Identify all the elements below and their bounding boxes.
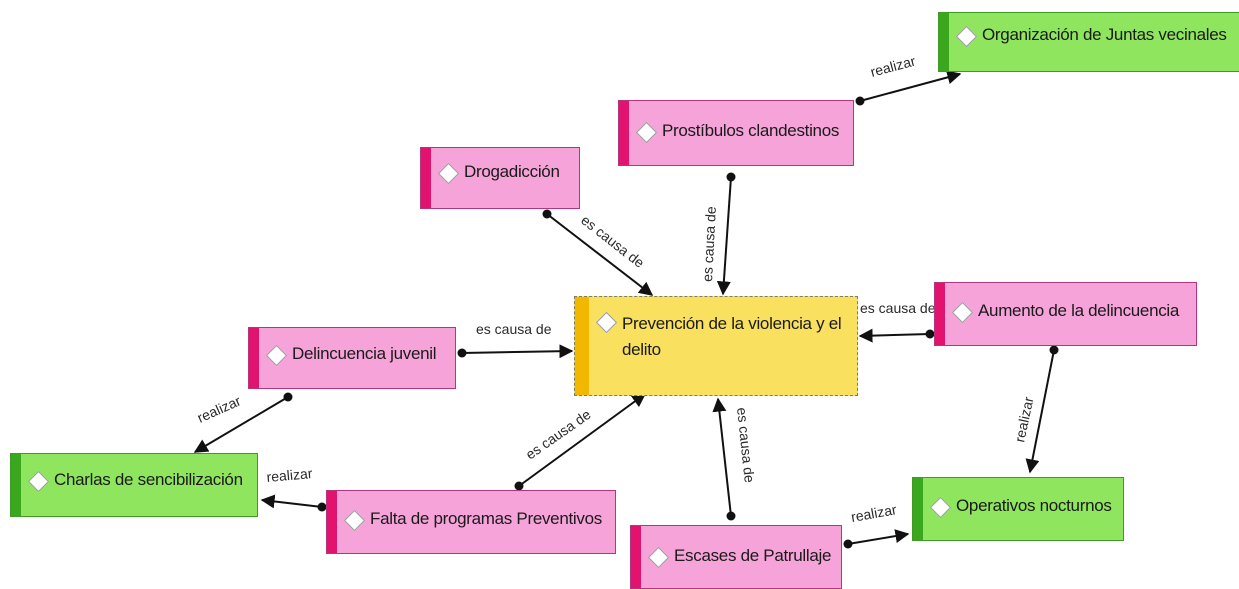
diamond-icon	[265, 344, 288, 367]
node-color-bar	[11, 454, 21, 516]
node-charlas-de-sencibilizacion[interactable]: Charlas de sencibilización	[10, 453, 258, 517]
link-juvenil-prevencion[interactable]: es causa de	[457, 321, 574, 359]
node-label: Falta de programas Preventivos	[370, 509, 602, 528]
diamond-icon	[437, 162, 460, 185]
node-prostibulos-clandestinos[interactable]: Prostíbulos clandestinos	[618, 100, 854, 166]
node-color-bar	[619, 101, 629, 165]
node-label: Drogadicción	[464, 162, 560, 181]
node-label: Prostíbulos clandestinos	[662, 121, 840, 140]
node-escases-de-patrullaje[interactable]: Escases de Patrullaje	[630, 525, 842, 589]
link-label: realizar	[850, 501, 898, 525]
node-label: Prevención de la violencia y el delito	[622, 314, 842, 359]
node-label: Charlas de sencibilización	[54, 470, 243, 489]
diamond-icon	[635, 121, 658, 144]
node-color-bar	[421, 148, 431, 208]
node-label: Delincuencia juvenil	[292, 344, 437, 363]
node-aumento-de-la-delincuencia[interactable]: Aumento de la delincuencia	[934, 282, 1197, 346]
link-escases-prevencion[interactable]: es causa de	[712, 397, 758, 521]
node-color-bar	[631, 526, 641, 588]
node-delincuencia-juvenil[interactable]: Delincuencia juvenil	[248, 327, 456, 389]
node-color-bar	[935, 283, 945, 345]
diamond-icon	[955, 25, 978, 48]
node-prevencion-violencia-delito[interactable]: Prevención de la violencia y el delito	[574, 296, 858, 396]
link-label: es causa de	[734, 407, 758, 484]
diamond-icon	[929, 496, 952, 519]
node-organizacion-juntas-vecinales[interactable]: Organización de Juntas vecinales	[938, 12, 1239, 72]
link-label: es causa de	[578, 212, 648, 271]
link-prostibulos-prevencion[interactable]: es causa de	[699, 172, 736, 296]
link-label: es causa de	[860, 300, 936, 316]
diamond-icon	[595, 311, 618, 334]
link-escases-operativos[interactable]: realizar	[843, 501, 910, 549]
link-label: realizar	[195, 392, 244, 425]
node-drogadiccion[interactable]: Drogadicción	[420, 147, 580, 209]
diamond-icon	[27, 470, 50, 493]
link-falta-prevencion[interactable]: es causa de	[514, 393, 647, 491]
node-color-bar	[249, 328, 259, 388]
link-label: realizar	[869, 52, 918, 79]
link-label: realizar	[1011, 395, 1036, 444]
diamond-icon	[343, 509, 366, 532]
node-color-bar	[327, 491, 337, 553]
node-label: Escases de Patrullaje	[674, 546, 832, 565]
node-operativos-nocturnos[interactable]: Operativos nocturnos	[912, 477, 1124, 541]
link-falta-charlas[interactable]: realizar	[260, 465, 327, 512]
link-aumento-prevencion[interactable]: es causa de	[858, 300, 936, 343]
diamond-icon	[647, 546, 670, 569]
node-label: Aumento de la delincuencia	[978, 301, 1180, 320]
link-juvenil-charlas[interactable]: realizar	[193, 392, 293, 453]
link-label: es causa de	[476, 321, 552, 337]
link-drogadiccion-prevencion[interactable]: es causa de	[542, 209, 654, 296]
link-aumento-operativos[interactable]: realizar	[1011, 345, 1059, 474]
node-falta-de-programas-preventivos[interactable]: Falta de programas Preventivos	[326, 490, 616, 554]
link-label: es causa de	[699, 206, 719, 282]
link-label: es causa de	[523, 406, 594, 463]
node-color-bar	[939, 13, 949, 71]
diamond-icon	[951, 301, 974, 324]
link-label: realizar	[266, 465, 313, 485]
node-label: Organización de Juntas vecinales	[982, 25, 1227, 44]
node-label: Operativos nocturnos	[956, 496, 1112, 515]
node-color-bar	[575, 297, 589, 395]
node-color-bar	[913, 478, 923, 540]
